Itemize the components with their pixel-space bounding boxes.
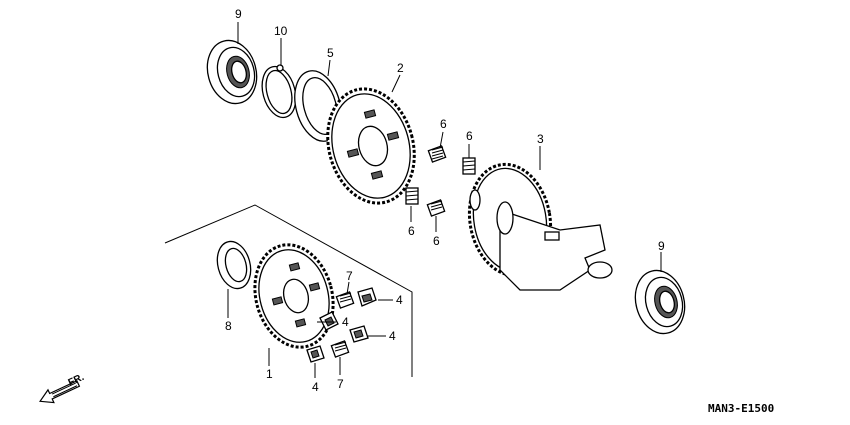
callout-spring-b: 6 [466,129,473,143]
callout-damper-d: 4 [312,380,319,394]
spring-6d[interactable] [426,199,446,217]
spring-7b[interactable] [330,340,350,358]
callout-spring-e: 7 [346,269,353,283]
damper-4b[interactable] [319,311,339,331]
callout-damper-c: 4 [389,329,396,343]
callout-bearing-right: 9 [658,239,665,253]
spring-7a[interactable] [335,291,355,309]
callout-spring-f: 7 [337,377,344,391]
spring-6c[interactable] [405,187,419,205]
gear-small[interactable] [244,236,344,356]
callout-damper-a: 4 [396,293,403,307]
callout-gear-small: 1 [266,367,273,381]
callout-spring-a: 6 [440,117,447,131]
bearing-top[interactable] [201,35,264,109]
callout-gear-large: 2 [397,61,404,75]
damper-4c[interactable] [349,325,369,343]
damper-4d[interactable] [306,345,325,363]
balancer-shaft[interactable] [461,158,613,291]
callout-shaft: 3 [537,132,544,146]
spring-6b[interactable] [462,157,476,175]
spring-6a[interactable] [427,145,447,163]
circlip[interactable] [257,63,301,122]
callout-bearing-top: 9 [235,7,242,21]
callout-spring-d: 6 [433,234,440,248]
leader-lines [227,22,662,378]
front-direction-label: FR. [67,372,86,389]
callout-circlip: 10 [274,24,288,38]
callout-damper-b: 4 [342,315,349,329]
bearing-right[interactable] [629,265,692,339]
callout-shim-ring: 5 [327,46,334,60]
gear-large[interactable] [315,79,426,213]
damper-4a[interactable] [357,287,377,307]
washer[interactable] [212,238,255,293]
front-arrow-icon [38,380,81,404]
callout-washer: 8 [225,319,232,333]
diagram-code: MAN3-E1500 [708,402,774,415]
subassembly-bracket [164,204,413,377]
callout-spring-c: 6 [408,224,415,238]
